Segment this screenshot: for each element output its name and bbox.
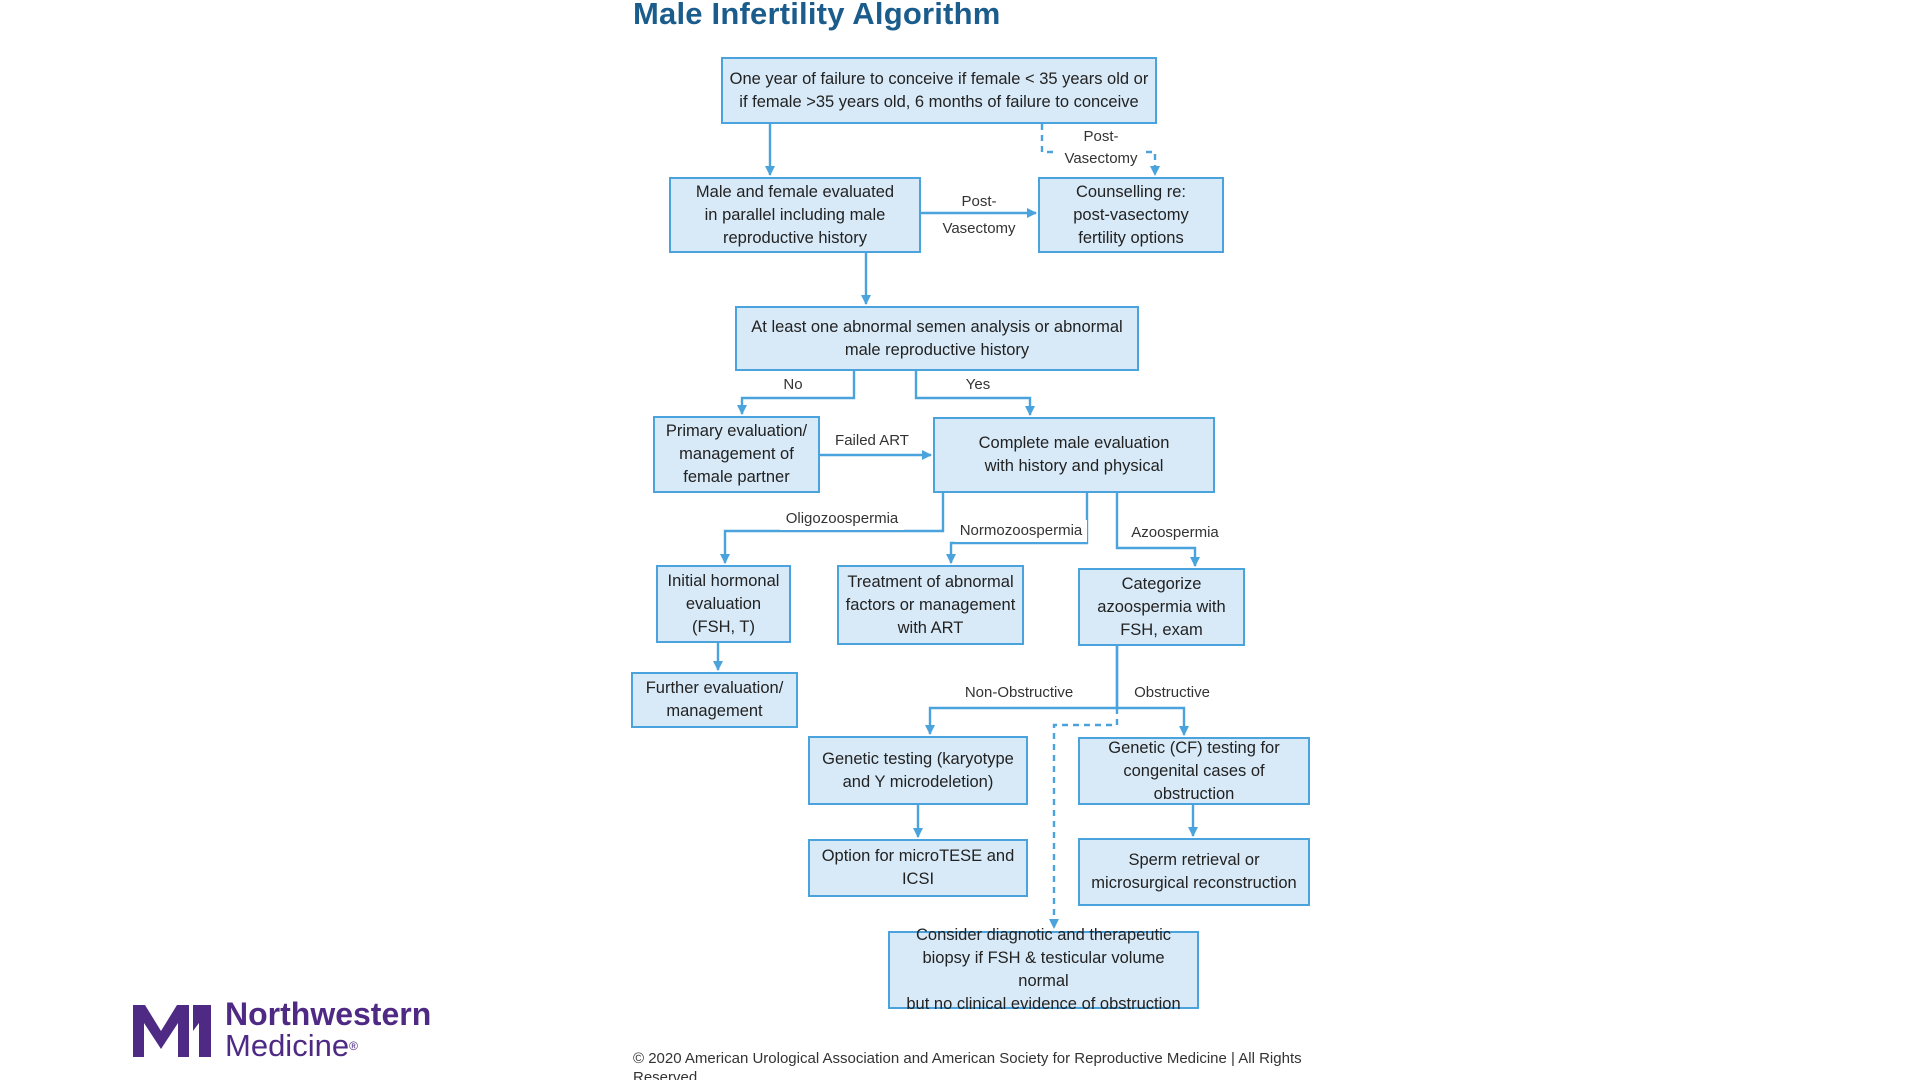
arrow-categorize-to-biopsy xyxy=(1049,708,1119,929)
node-further: Further evaluation/ management xyxy=(631,672,798,728)
arrow-complete-to-categorize xyxy=(1115,493,1200,567)
node-start: One year of failure to conceive if femal… xyxy=(721,57,1157,124)
label-failed-art: Failed ART xyxy=(829,430,915,452)
node-genetic-cf: Genetic (CF) testing for congenital case… xyxy=(1078,737,1310,805)
label-oligozoospermia: Oligozoospermia xyxy=(780,508,904,530)
node-microtese: Option for microTESE and ICSI xyxy=(808,839,1028,897)
node-evaluated: Male and female evaluated in parallel in… xyxy=(669,177,921,253)
node-genetic-karyotype: Genetic testing (karyotype and Y microde… xyxy=(808,736,1028,805)
node-categorize: Categorize azoospermia with FSH, exam xyxy=(1078,568,1245,646)
arrow-categorize-to-genetic-cf xyxy=(1115,646,1189,736)
node-hormonal: Initial hormonal evaluation (FSH, T) xyxy=(656,565,791,643)
arrow-complete-to-treatment xyxy=(946,493,1089,564)
arrow-abnormal-to-primary xyxy=(737,371,856,415)
label-yes: Yes xyxy=(959,374,997,396)
label-no: No xyxy=(776,374,810,396)
arrow-abnormal-to-complete xyxy=(914,371,1035,416)
arrow-start-to-counselling xyxy=(1040,124,1160,176)
label-normozoospermia: Normozoospermia xyxy=(955,520,1087,542)
label-post-vasectomy-top: Post- Vasectomy xyxy=(1057,126,1145,170)
copyright-notice: © 2020 American Urological Association a… xyxy=(633,1050,1302,1080)
node-abnormal: At least one abnormal semen analysis or … xyxy=(735,306,1139,371)
northwestern-logo-icon xyxy=(133,1005,211,1057)
northwestern-medicine-logo: Northwestern Medicine® xyxy=(131,997,461,1067)
logo-text-medicine: Medicine® xyxy=(225,1029,358,1063)
node-sperm-retrieval: Sperm retrieval or microsurgical reconst… xyxy=(1078,838,1310,906)
logo-text-northwestern: Northwestern xyxy=(225,996,432,1032)
label-post-vasectomy-side: Post- Vasectomy xyxy=(942,193,1016,237)
node-counselling: Counselling re: post-vasectomy fertility… xyxy=(1038,177,1224,253)
logo-text-medicine-word: Medicine xyxy=(225,1028,350,1063)
node-treatment: Treatment of abnormal factors or managem… xyxy=(837,565,1024,645)
node-complete: Complete male evaluation with history an… xyxy=(933,417,1215,493)
slide-title: Male Infertility Algorithm xyxy=(633,0,1001,31)
node-primary: Primary evaluation/ management of female… xyxy=(653,416,820,493)
label-azoospermia: Azoospermia xyxy=(1125,522,1225,544)
node-biopsy: Consider diagnotic and therapeutic biops… xyxy=(888,926,1199,1013)
logo-registered-mark: ® xyxy=(349,1039,358,1053)
label-obstructive: Obstructive xyxy=(1126,682,1218,704)
label-non-obstructive: Non-Obstructive xyxy=(958,682,1080,704)
arrow-complete-to-hormonal xyxy=(720,493,945,564)
